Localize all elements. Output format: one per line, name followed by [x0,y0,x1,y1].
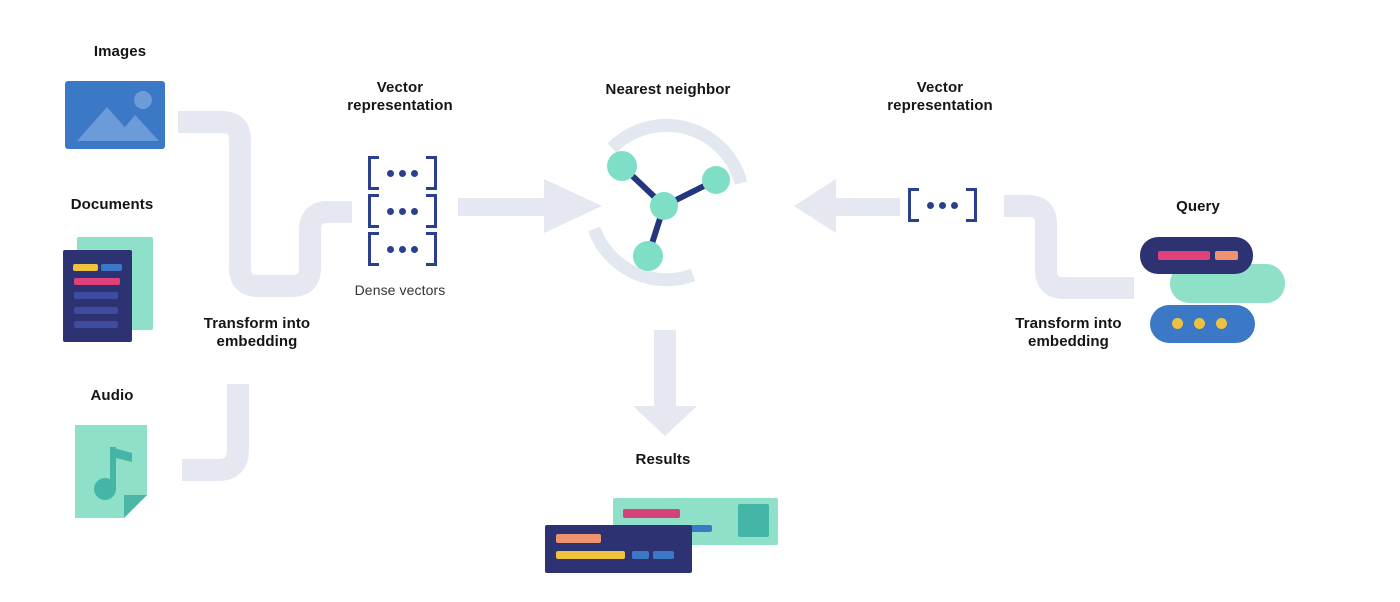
results-icon [545,496,780,576]
dense-vectors-label: Dense vectors [354,282,446,298]
arrow-right-icon [458,179,602,233]
vector-representation-title-right: Vector representation [887,79,993,114]
nearest-neighbor-title: Nearest neighbor [605,81,731,98]
documents-icon [60,235,155,345]
connector-pipe-query-to-embedding [1004,195,1134,299]
query-pill-blue [1150,305,1255,343]
audio-icon [75,425,147,518]
arrow-down-icon [633,330,697,436]
results-card-mint [613,498,778,545]
connector-pipe-images-to-embedding [178,111,352,297]
document-front-page [63,250,132,342]
audio-label: Audio [90,387,134,404]
transform-into-embedding-label-left: Transform into embedding [203,315,311,350]
images-label: Images [93,43,147,60]
transform-into-embedding-label-right: Transform into embedding [1015,315,1122,350]
images-icon [65,81,165,149]
photo-glyph [77,91,159,141]
vector-representation-title-left: Vector representation [347,79,453,114]
music-note-page-glyph [75,425,147,518]
query-icon [1138,232,1288,347]
query-pill-navy [1140,237,1253,274]
documents-label: Documents [70,196,154,213]
nearest-neighbor-arcs [587,118,748,287]
nearest-neighbor-graph-icon [607,151,730,271]
results-label: Results [635,451,691,468]
connector-pipe-audio-to-embedding [182,384,249,481]
results-card-navy [545,525,692,573]
arrow-left-icon [794,179,900,233]
query-label: Query [1176,198,1220,215]
